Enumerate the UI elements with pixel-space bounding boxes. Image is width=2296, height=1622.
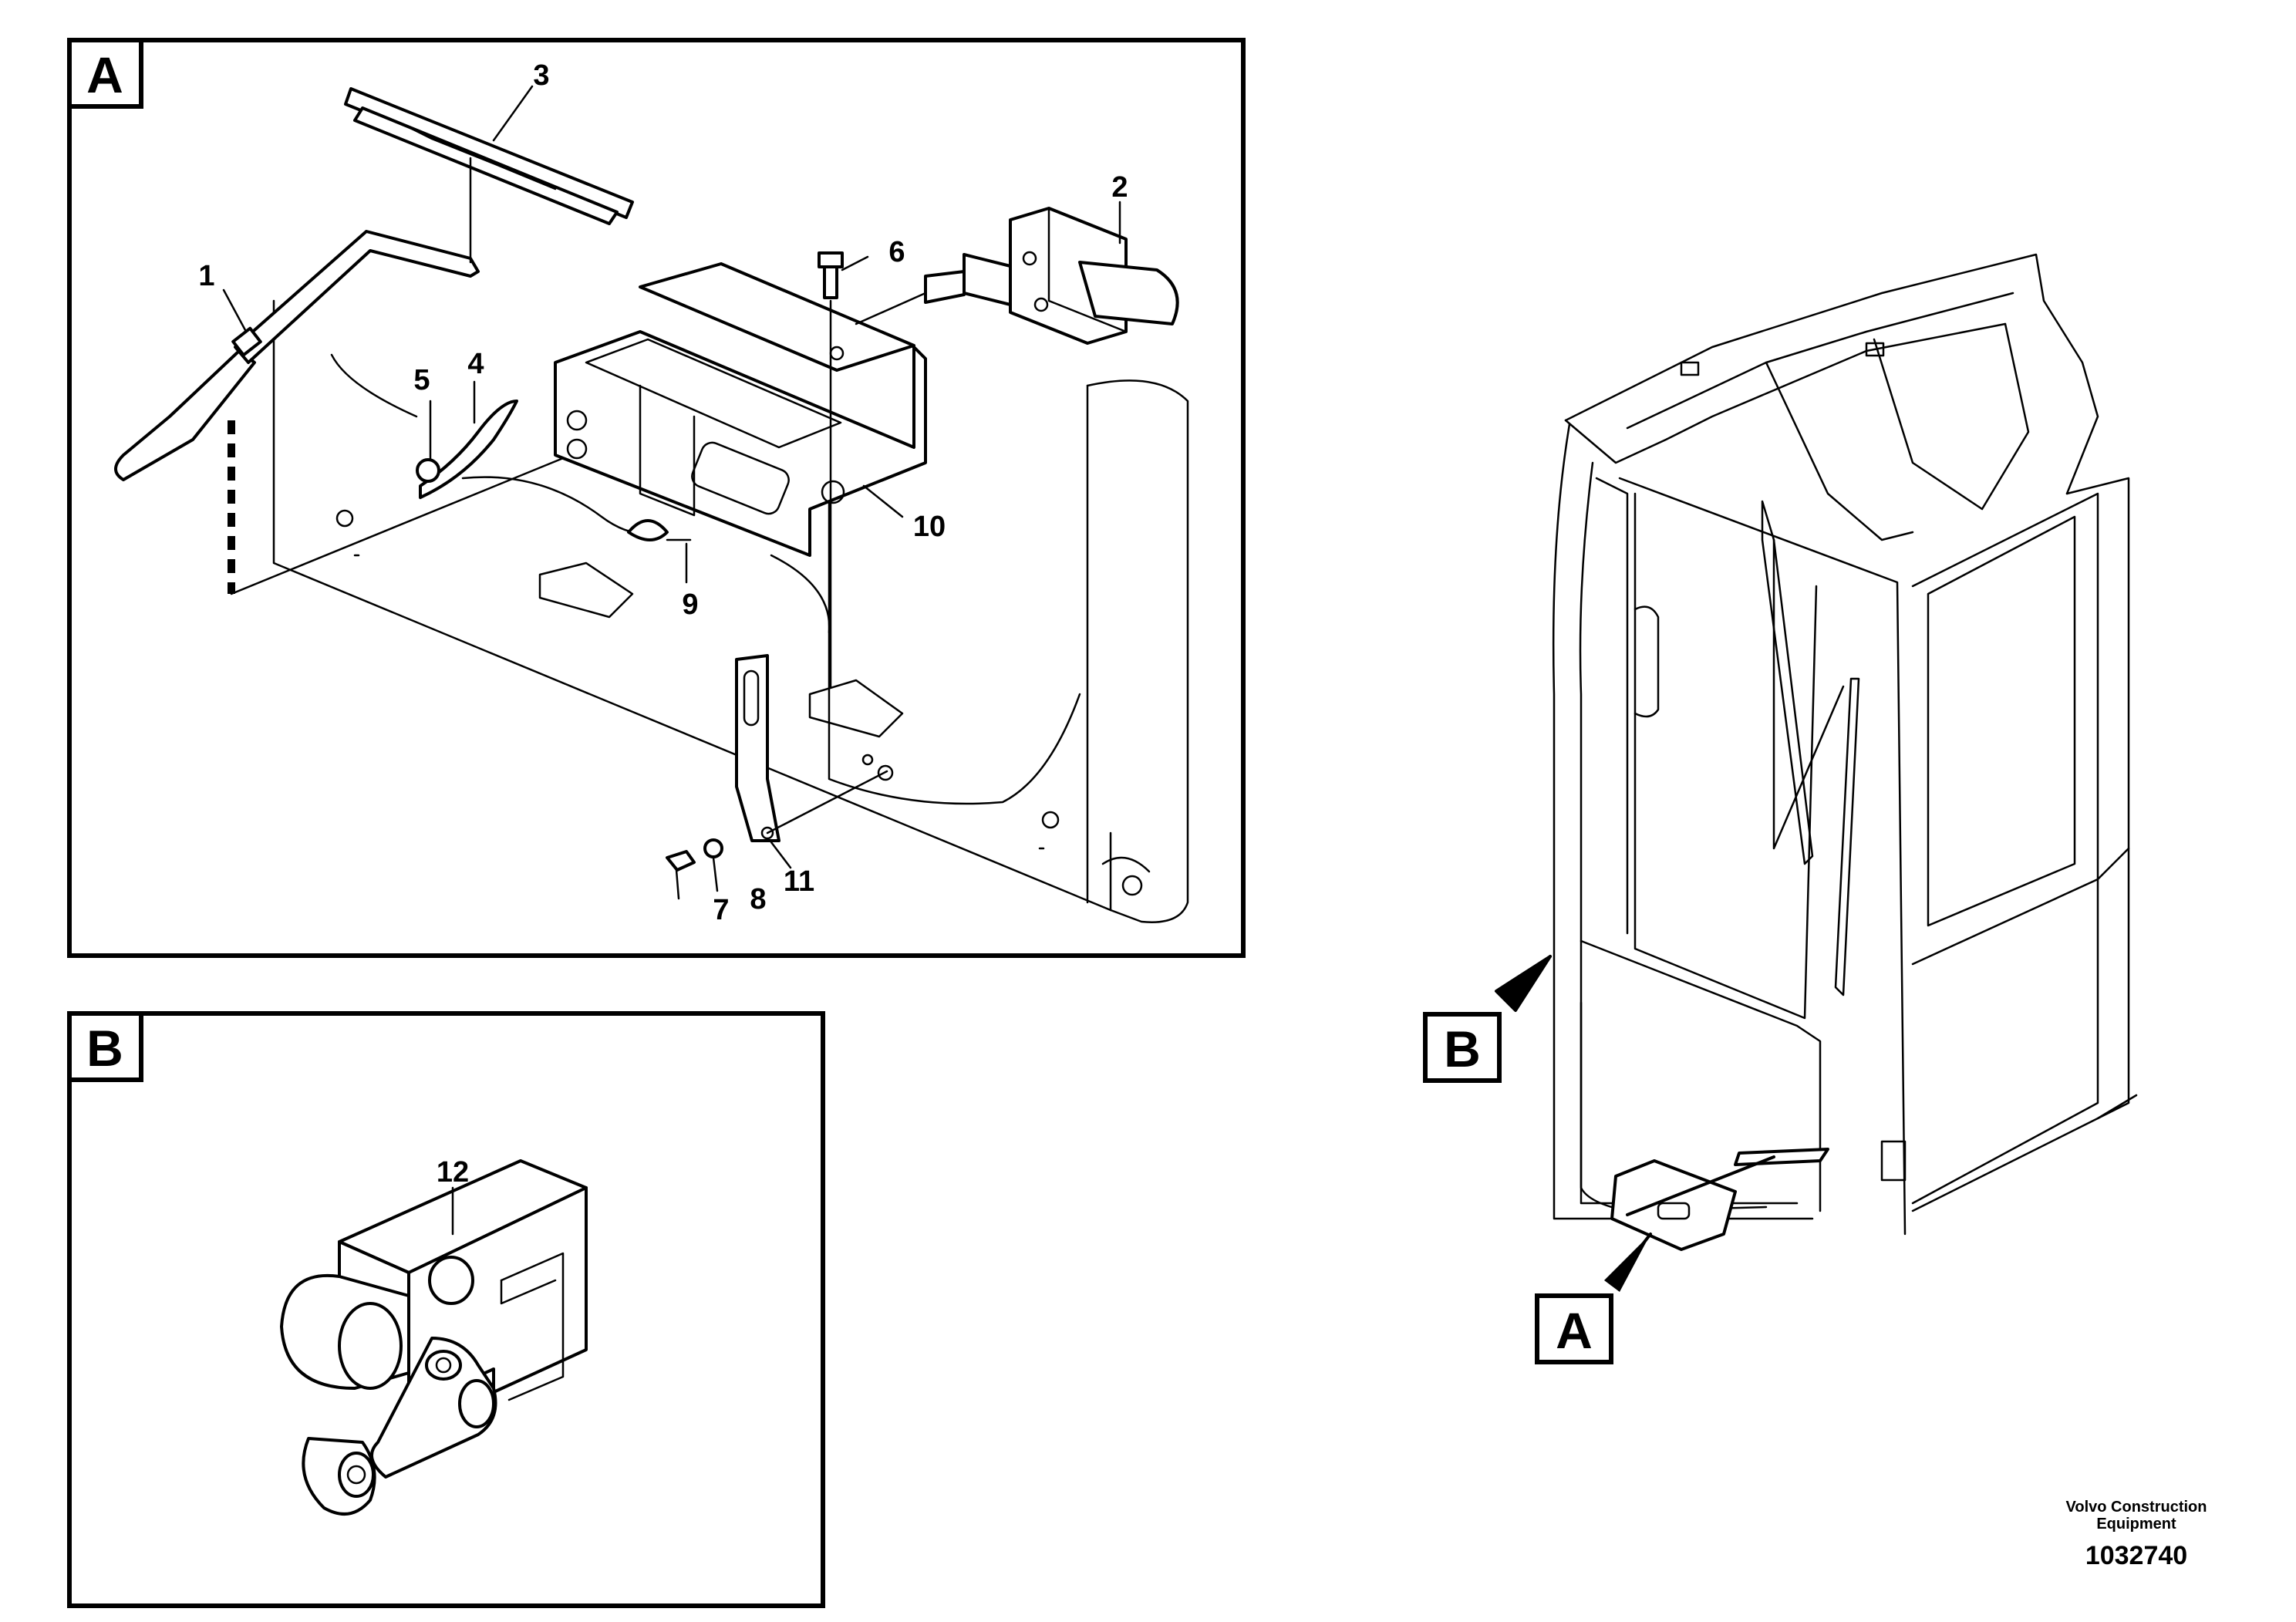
callout-3: 3 [533,59,549,92]
overview-letter-a: A [1556,1302,1593,1359]
wiper-motor-part-2 [855,207,1179,345]
link-bracket-part-11 [666,654,894,872]
callout-2: 2 [1111,171,1128,204]
panel-b-letter: B [86,1020,123,1077]
footer-company-line2: Equipment [2096,1516,2176,1533]
screw-part-6 [818,251,844,688]
callout-12: 12 [437,1156,469,1189]
panel-a-letter-box [67,38,143,109]
panel-a-leaders [222,85,1121,900]
wiper-motor-part-12 [280,1159,588,1516]
callout-10: 10 [913,511,946,543]
bracket-part-10 [554,262,927,557]
panel-a-frame [67,38,1246,958]
callout-7: 7 [713,894,729,926]
footer-figure-number: 1032740 [2085,1541,2187,1570]
panel-b-frame [67,1011,825,1608]
cab-overview-illustration [1552,253,2138,1251]
footer-company-line1: Volvo Construction [2066,1499,2207,1516]
overview-letter-b: B [1444,1020,1481,1077]
callout-6: 6 [888,236,905,268]
panel-a-letter: A [86,46,123,103]
callout-8: 8 [750,883,766,916]
clips-and-wire [416,400,692,541]
callout-11: 11 [784,865,814,898]
wiper-blade-part-3 [344,87,634,264]
overview-label-b: B [1423,955,1552,1083]
callout-1: 1 [198,260,214,292]
panel-b: B 12 [67,1011,825,1608]
callout-9: 9 [682,588,698,621]
panel-b-letter-box [67,1011,143,1082]
wiper-arm-part-1 [114,230,480,481]
callout-4: 4 [467,348,484,380]
cab-door-panel-illustration [272,299,1189,923]
dashed-guide [228,420,572,595]
overview-label-a: A [1535,1233,1652,1364]
callout-5: 5 [413,364,430,396]
panel-a: A [67,38,1246,958]
